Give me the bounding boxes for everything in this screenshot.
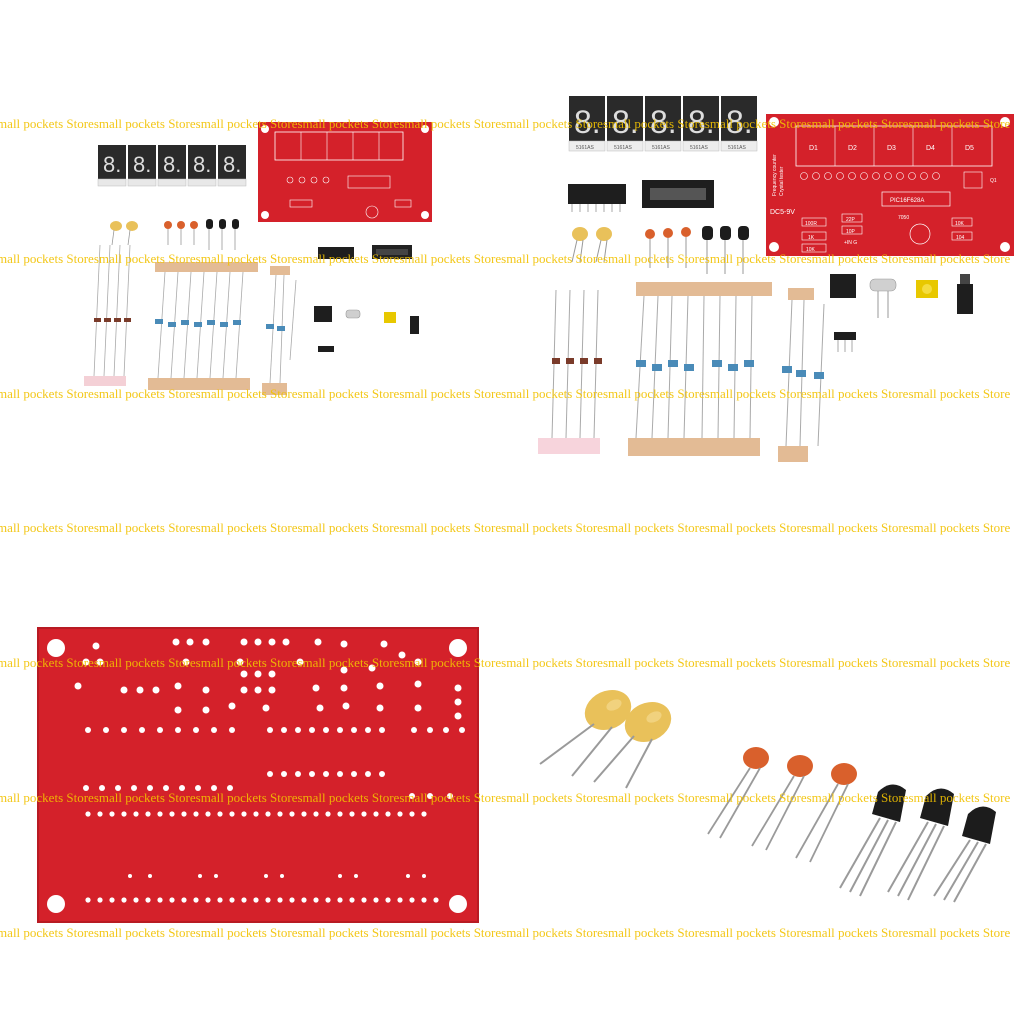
- seven-segment-display-icon: 8.: [187, 145, 217, 187]
- pcb-resistor-label: 100R: [805, 221, 817, 227]
- pcb-top-large: D1 D2 D3 D4 D5 Frequency counter Crystal…: [766, 114, 1014, 256]
- display-part-label: 5161AS: [690, 145, 708, 151]
- svg-text:8.: 8.: [223, 152, 241, 177]
- svg-text:8.: 8.: [163, 152, 181, 177]
- svg-text:8.: 8.: [103, 152, 121, 177]
- resistor-tape-group-large: [538, 282, 825, 462]
- ic-socket-icon: [642, 180, 714, 208]
- transistor-group-large: [702, 226, 749, 274]
- display-part-label: 5161AS: [728, 145, 746, 151]
- potentiometer-icon: [410, 316, 419, 334]
- pcb-chip-label: PIC16F628A: [890, 198, 924, 204]
- pcb-subtitle: Crystal tester: [779, 166, 785, 196]
- svg-text:8.: 8.: [688, 104, 715, 140]
- seven-segment-display-icon: 8.: [97, 145, 127, 187]
- ceramic-capacitor-icon: [707, 747, 769, 839]
- pcb-title: Frequency counter: [772, 154, 778, 196]
- dc-jack-icon: [830, 274, 856, 298]
- pcb-digit-label: D2: [848, 145, 857, 152]
- svg-text:8.: 8.: [726, 104, 753, 140]
- seven-segment-display-row-small: 8. 8. 8. 8. 8.: [97, 145, 247, 187]
- pin-header-icon: [834, 332, 856, 352]
- pcb-power-label: DC5-9V: [770, 209, 795, 216]
- pcb-digit-label: D4: [926, 145, 935, 152]
- pcb-misc-label: +IN G: [844, 240, 857, 246]
- pcb-back: [37, 627, 479, 923]
- seven-segment-display-icon: 8.: [157, 145, 187, 187]
- pcb-misc-label: 7050: [898, 215, 909, 221]
- crystal-icon: [869, 278, 897, 318]
- pcb-hole-row-long: [85, 811, 439, 903]
- kit-overview-large: 8. 5161AS 8. 5161AS 8. 5161AS 8. 5161AS 8. 51…: [512, 0, 1024, 512]
- ceramic-capacitor-icon: [593, 702, 672, 789]
- transistor-icon: [933, 806, 996, 903]
- seven-segment-display-icon: 8. 5161AS: [606, 96, 644, 152]
- transistor-icon: [887, 788, 954, 901]
- pcb-resistor-label: 1K: [808, 235, 815, 241]
- ceramic-capacitor-icon: [795, 763, 857, 863]
- svg-text:8.: 8.: [193, 152, 211, 177]
- pcb-cap-label: 22P: [846, 217, 856, 223]
- kit-overview-small: 8. 8. 8. 8. 8.: [0, 0, 512, 512]
- ceramic-capacitor-group-large: [571, 227, 691, 268]
- seven-segment-display-icon: 8. 5161AS: [644, 96, 682, 152]
- pcb-hole-row-mid: [83, 727, 465, 799]
- pcb-resistor-label: 10K: [806, 247, 816, 253]
- seven-segment-display-icon: 8.: [217, 145, 247, 187]
- trimmer-capacitor-icon: [916, 280, 938, 298]
- pcb-hole-row-upper: [74, 638, 462, 720]
- svg-text:8.: 8.: [574, 104, 601, 140]
- pin-header-icon: [318, 346, 334, 352]
- display-part-label: 5161AS: [576, 145, 594, 151]
- dc-jack-icon: [314, 306, 332, 322]
- pcb-digit-label: D3: [887, 145, 896, 152]
- ic-chip-icon: [318, 247, 354, 259]
- seven-segment-display-row-large: 8. 5161AS 8. 5161AS 8. 5161AS 8. 5161AS 8. 51…: [568, 96, 758, 152]
- pcb-cap-label: 10P: [846, 229, 856, 235]
- display-part-label: 5161AS: [652, 145, 670, 151]
- pcb-digit-label: D1: [809, 145, 818, 152]
- transistor-group-small: [206, 219, 239, 250]
- resistor-tape-group-small: [84, 244, 297, 395]
- ceramic-capacitor-group-small: [110, 221, 198, 246]
- crystal-icon: [345, 309, 361, 319]
- seven-segment-display-icon: 8. 5161AS: [682, 96, 720, 152]
- potentiometer-icon: [957, 274, 973, 314]
- ceramic-capacitor-icon: [751, 755, 813, 851]
- pcb-cap-label: 104: [956, 235, 965, 241]
- ceramic-capacitor-icon: [539, 690, 632, 777]
- pcb-misc-label: Q1: [990, 178, 997, 184]
- ic-socket-icon: [372, 245, 412, 259]
- seven-segment-display-icon: 8. 5161AS: [568, 96, 606, 152]
- seven-segment-display-icon: 8. 5161AS: [720, 96, 758, 152]
- svg-text:8.: 8.: [612, 104, 639, 140]
- seven-segment-display-icon: 8.: [127, 145, 157, 187]
- ic-chip-icon: [568, 184, 626, 212]
- pcb-back-panel: [0, 512, 512, 1024]
- pcb-digit-label: D5: [965, 145, 974, 152]
- transistor-icon: [839, 784, 906, 897]
- trimmer-capacitor-icon: [384, 312, 396, 323]
- svg-text:8.: 8.: [133, 152, 151, 177]
- pcb-resistor-label: 10K: [955, 221, 965, 227]
- display-part-label: 5161AS: [614, 145, 632, 151]
- pcb-top-small: [258, 122, 432, 222]
- components-closeup-panel: [512, 512, 1024, 1024]
- svg-text:8.: 8.: [650, 104, 677, 140]
